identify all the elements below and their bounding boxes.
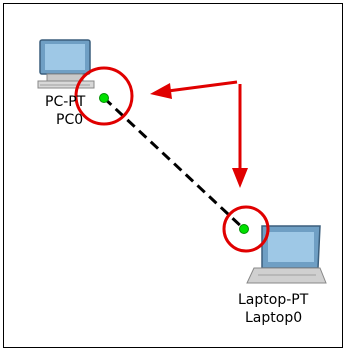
crossover-cable-link[interactable]: [102, 96, 246, 231]
device-name-label[interactable]: Laptop0: [245, 310, 303, 326]
device-model-label: Laptop-PT: [238, 292, 309, 308]
link-status-dot-laptop: [239, 224, 249, 234]
device-model-label: PC-PT: [45, 94, 86, 110]
laptop-icon[interactable]: [246, 225, 327, 284]
annotation-arrow-left: [150, 80, 238, 99]
highlight-circle-pc: [74, 66, 134, 126]
highlight-circle-laptop: [222, 205, 270, 253]
desktop-pc-icon[interactable]: [37, 39, 95, 89]
link-status-dot-pc: [99, 93, 109, 103]
device-name-label[interactable]: PC0: [56, 112, 84, 128]
annotation-arrow-down: [232, 84, 248, 188]
